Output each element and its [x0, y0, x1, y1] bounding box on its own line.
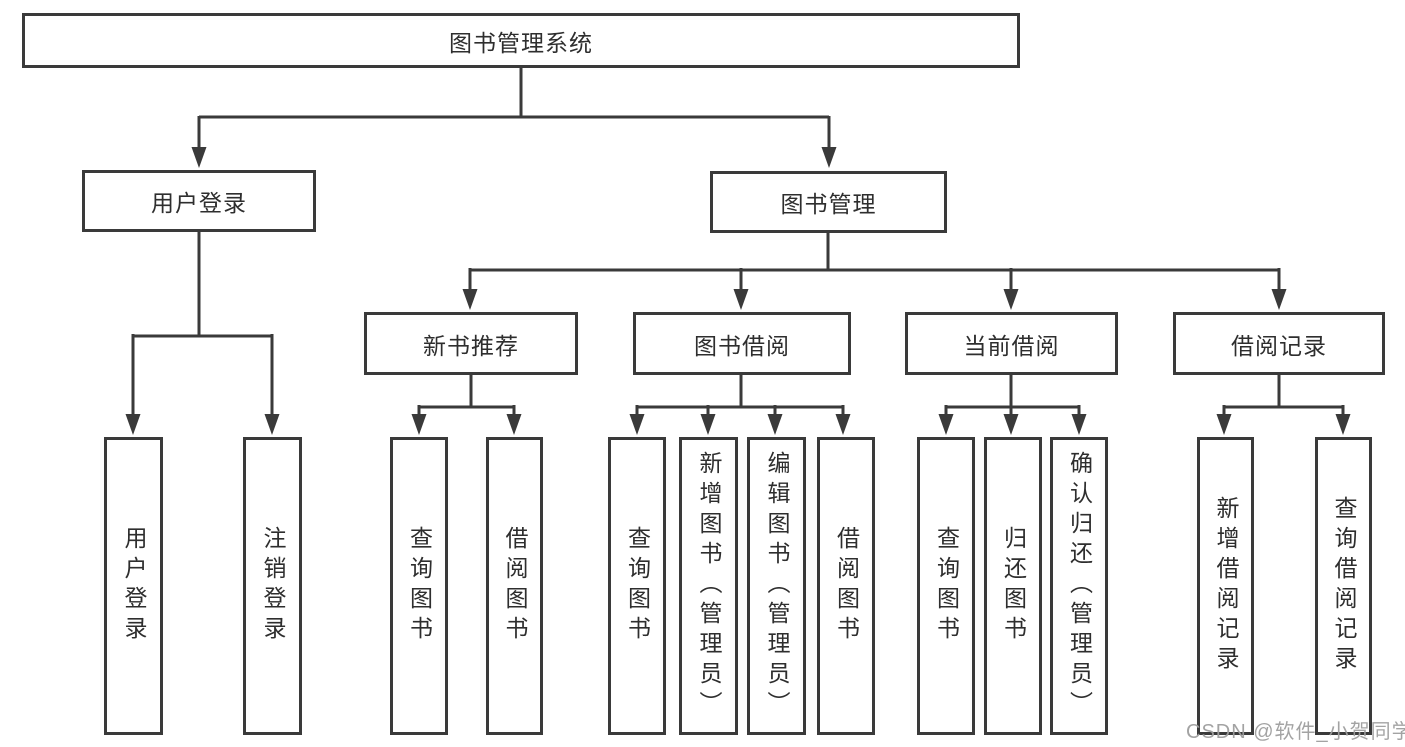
leaf-query-books-current: 查询图书	[917, 437, 975, 735]
node-label: 编辑图书（管理员）	[764, 451, 790, 721]
leaf-add-borrow-record: 新增借阅记录	[1197, 437, 1254, 735]
node-label: 新书推荐	[423, 332, 519, 359]
node-label: 查询图书	[624, 526, 651, 646]
leaf-edit-book-admin: 编辑图书（管理员）	[747, 437, 806, 735]
node-label: 用户登录	[121, 526, 147, 646]
leaf-logout: 注销登录	[243, 437, 302, 735]
node-label: 新增图书（管理员）	[696, 451, 722, 721]
node-label: 新增借阅记录	[1213, 496, 1239, 676]
leaf-return-book: 归还图书	[984, 437, 1042, 735]
node-label: 图书借阅	[694, 332, 790, 359]
node-label: 当前借阅	[963, 332, 1060, 359]
node-book-borrowing: 图书借阅	[633, 312, 851, 375]
leaf-user-login: 用户登录	[104, 437, 163, 735]
leaf-query-borrow-record: 查询借阅记录	[1315, 437, 1372, 735]
leaf-borrow-books-borrowing: 借阅图书	[817, 437, 875, 735]
node-label: 查询图书	[933, 526, 960, 646]
node-label: 借阅图书	[502, 526, 528, 646]
node-borrowing-records: 借阅记录	[1173, 312, 1385, 375]
node-label: 图书管理系统	[449, 29, 593, 56]
node-label: 归还图书	[1000, 526, 1027, 646]
csdn-watermark: CSDN @软件_小贺同学	[1186, 721, 1405, 743]
node-label: 借阅图书	[833, 526, 860, 646]
leaf-borrow-books-recommend: 借阅图书	[486, 437, 543, 735]
leaf-query-books-borrowing: 查询图书	[608, 437, 666, 735]
leaf-confirm-return-admin: 确认归还（管理员）	[1050, 437, 1108, 735]
node-label: 查询图书	[406, 526, 433, 646]
node-label: 确认归还（管理员）	[1066, 451, 1093, 721]
node-user-login: 用户登录	[82, 170, 316, 232]
node-new-book-recommend: 新书推荐	[364, 312, 578, 375]
node-label: 图书管理	[780, 191, 877, 217]
node-label: 用户登录	[151, 190, 247, 216]
node-current-borrowing: 当前借阅	[905, 312, 1118, 375]
arrowhead-icons	[125, 147, 1351, 435]
leaf-query-books-recommend: 查询图书	[390, 437, 448, 735]
node-book-management: 图书管理	[710, 171, 947, 233]
node-library-management-system: 图书管理系统	[22, 13, 1020, 68]
node-label: 查询借阅记录	[1331, 496, 1357, 676]
leaf-add-book-admin: 新增图书（管理员）	[679, 437, 738, 735]
node-label: 借阅记录	[1231, 332, 1327, 359]
node-label: 注销登录	[260, 526, 286, 646]
